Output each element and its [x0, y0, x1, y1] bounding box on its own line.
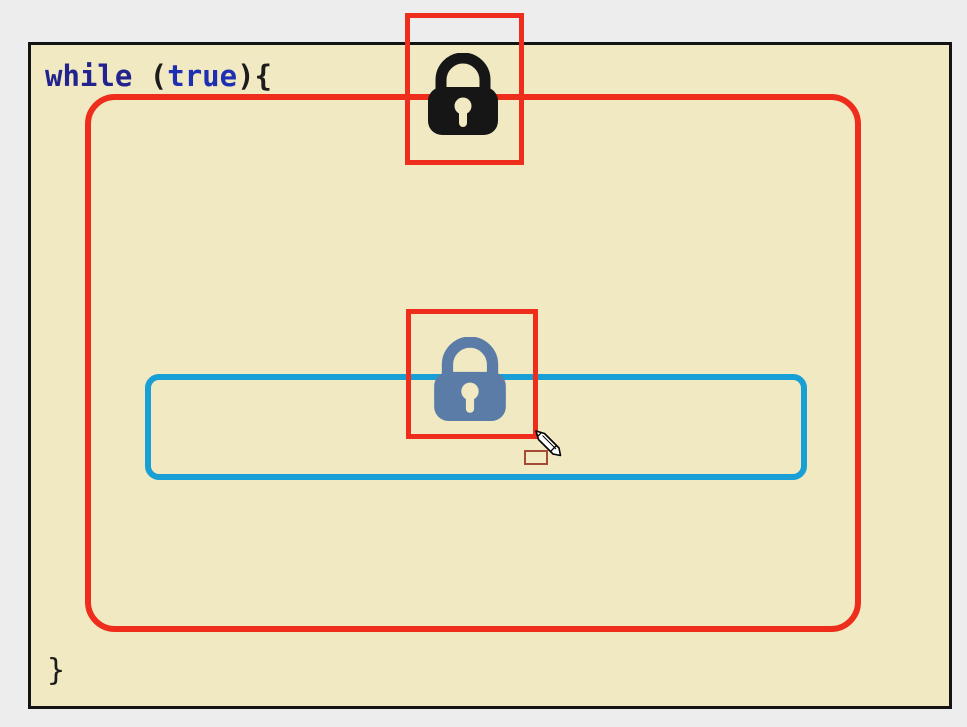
lock-icon[interactable] — [433, 337, 507, 421]
keyword-while: while — [45, 59, 133, 93]
close-paren-open-brace: ){ — [237, 59, 272, 93]
locked-region-marker-middle[interactable] — [406, 309, 538, 439]
open-paren: ( — [132, 59, 168, 93]
closing-brace: } — [47, 653, 66, 688]
pencil-draw-cursor-icon — [535, 430, 562, 457]
locked-region-marker-top[interactable] — [405, 13, 524, 165]
rectangle-tool-icon — [524, 450, 548, 465]
code-line-while: while (true){ — [45, 61, 272, 91]
lock-icon[interactable] — [428, 53, 498, 135]
keyword-true: true — [167, 59, 238, 93]
